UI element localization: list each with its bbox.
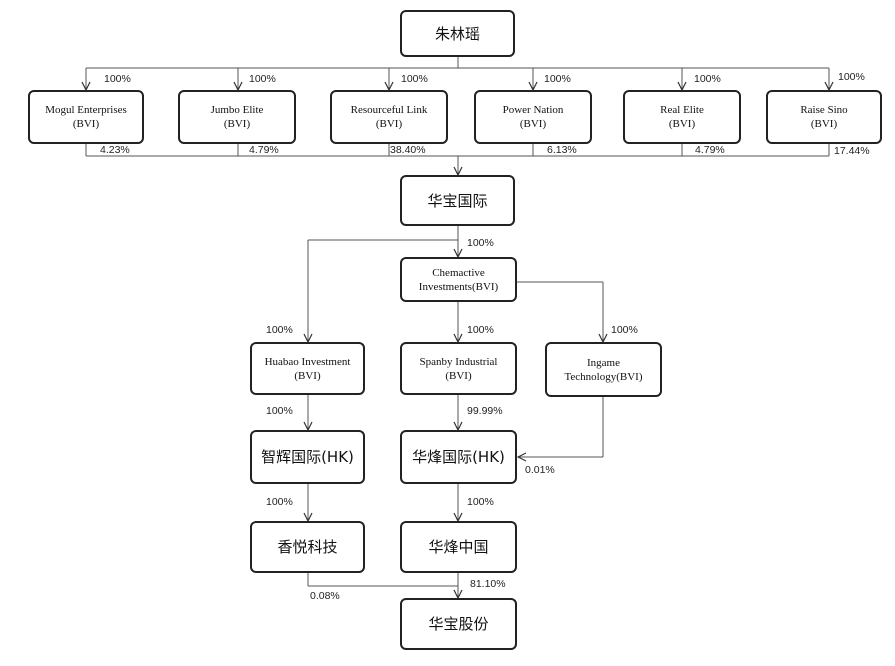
- pct-label: 100%: [467, 496, 494, 508]
- pct-label: 6.13%: [547, 144, 577, 156]
- node-power-nation: Power Nation (BVI): [474, 90, 592, 144]
- node-huabao-investment: Huabao Investment (BVI): [250, 342, 365, 395]
- pct-label: 38.40%: [390, 144, 426, 156]
- node-zhihui-international-hk: 智辉国际(HK): [250, 430, 365, 484]
- node-label: (BVI): [294, 369, 321, 382]
- node-label: Mogul Enterprises: [45, 104, 127, 116]
- pct-label: 99.99%: [467, 405, 503, 417]
- node-mogul-enterprises: Mogul Enterprises (BVI): [28, 90, 144, 144]
- node-label: 华宝股份: [428, 615, 489, 633]
- node-label: Ingame: [587, 356, 620, 369]
- pct-label: 100%: [838, 71, 865, 83]
- node-huafeng-china: 华烽中国: [400, 521, 517, 573]
- node-label: (BVI): [375, 118, 403, 130]
- pct-label: 100%: [694, 73, 721, 85]
- node-label: 智辉国际(HK): [261, 448, 354, 466]
- pct-label: 100%: [401, 73, 428, 85]
- pct-label: 0.01%: [525, 464, 555, 476]
- node-huabao-shares: 华宝股份: [400, 598, 517, 650]
- node-label: 香悦科技: [277, 538, 338, 556]
- node-label: Raise Sino: [800, 104, 848, 116]
- node-label: (BVI): [668, 118, 696, 130]
- node-label: (BVI): [519, 118, 547, 130]
- node-label: 华宝国际: [427, 191, 488, 210]
- pct-label: 100%: [266, 496, 293, 508]
- pct-label: 100%: [266, 324, 293, 336]
- pct-label: 100%: [266, 405, 293, 417]
- node-label: Power Nation: [502, 104, 564, 116]
- node-zhu-linyao: 朱林瑶: [400, 10, 515, 57]
- node-ingame-technology: Ingame Technology(BVI): [545, 342, 662, 397]
- node-label: (BVI): [810, 118, 838, 130]
- pct-label: 17.44%: [834, 145, 870, 157]
- pct-label: 81.10%: [470, 578, 506, 590]
- node-label: Spanby Industrial: [419, 355, 498, 368]
- pct-label: 0.08%: [310, 590, 340, 602]
- node-huabao-international: 华宝国际: [400, 175, 515, 226]
- node-resourceful-link: Resourceful Link (BVI): [330, 90, 448, 144]
- node-label: Investments(BVI): [418, 280, 499, 293]
- node-jumbo-elite: Jumbo Elite (BVI): [178, 90, 296, 144]
- node-label: (BVI): [223, 118, 251, 130]
- pct-label: 100%: [104, 73, 131, 85]
- node-label: 华烽中国: [428, 538, 489, 556]
- pct-label: 100%: [467, 324, 494, 336]
- node-label: Jumbo Elite: [210, 104, 264, 116]
- pct-label: 100%: [544, 73, 571, 85]
- pct-label: 4.79%: [249, 144, 279, 156]
- node-raise-sino: Raise Sino (BVI): [766, 90, 882, 144]
- node-label: Resourceful Link: [350, 104, 428, 116]
- node-real-elite: Real Elite (BVI): [623, 90, 741, 144]
- node-label: Technology(BVI): [564, 370, 643, 383]
- node-xiangyue-technology: 香悦科技: [250, 521, 365, 573]
- node-label: Chemactive: [432, 266, 485, 279]
- node-label: Real Elite: [660, 104, 704, 116]
- node-label: Huabao Investment: [264, 355, 351, 368]
- pct-label: 4.23%: [100, 144, 130, 156]
- node-chemactive-investments: Chemactive Investments(BVI): [400, 257, 517, 302]
- node-huafeng-international-hk: 华烽国际(HK): [400, 430, 517, 484]
- node-label: (BVI): [445, 369, 472, 382]
- pct-label: 100%: [467, 237, 494, 249]
- node-label: 华烽国际(HK): [412, 448, 505, 466]
- node-label: 朱林瑶: [434, 24, 480, 43]
- pct-label: 100%: [249, 73, 276, 85]
- pct-label: 100%: [611, 324, 638, 336]
- node-label: (BVI): [72, 118, 100, 130]
- pct-label: 4.79%: [695, 144, 725, 156]
- node-spanby-industrial: Spanby Industrial (BVI): [400, 342, 517, 395]
